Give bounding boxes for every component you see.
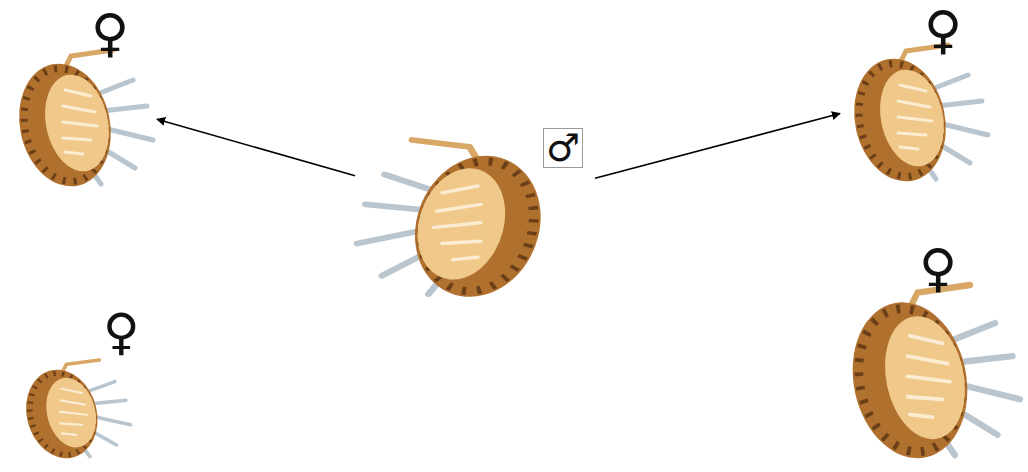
sex-symbol: ♀ bbox=[924, 4, 962, 56]
sex-symbol: ♀ bbox=[103, 307, 140, 357]
animal-node: ♀ bbox=[840, 2, 992, 185]
animal-node: ♂ bbox=[355, 120, 595, 300]
sex-symbol: ♂ bbox=[543, 128, 583, 168]
animal-node: ♀ bbox=[5, 5, 157, 190]
animal-node: ♀ bbox=[835, 240, 1023, 468]
arrow-connector bbox=[157, 119, 355, 176]
sex-symbol: ♀ bbox=[91, 7, 129, 59]
animal-node: ♀ bbox=[15, 305, 142, 465]
sex-symbol: ♀ bbox=[919, 242, 957, 294]
arrow-connector bbox=[595, 114, 840, 179]
